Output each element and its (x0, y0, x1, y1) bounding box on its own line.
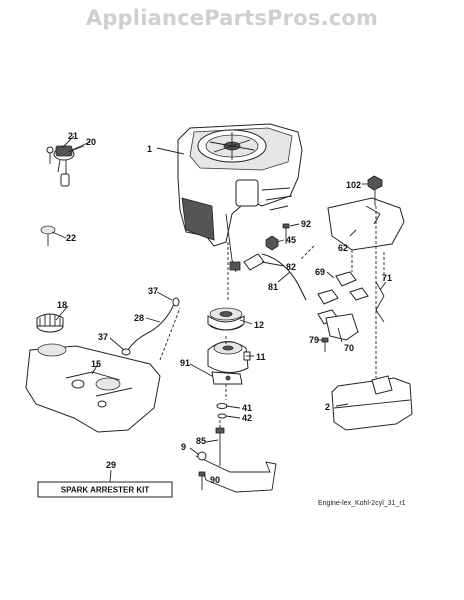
bolt-part[interactable] (215, 427, 225, 466)
fuel-line-part[interactable] (127, 303, 175, 351)
callout-69: 69 (315, 267, 325, 277)
gasket-part[interactable] (243, 253, 265, 271)
callout-102: 102 (346, 180, 361, 190)
heat-shield-part[interactable] (327, 197, 405, 251)
callout-22: 22 (66, 233, 76, 243)
exhaust-pipe-part[interactable] (261, 253, 307, 301)
callout-70: 70 (344, 343, 354, 353)
spark-arrester-kit-box[interactable] (37, 481, 173, 498)
electric-clutch-part[interactable] (207, 341, 251, 373)
callout-45: 45 (286, 235, 296, 245)
pulley-part[interactable] (207, 307, 245, 331)
bolt-92-part[interactable] (282, 223, 290, 244)
callout-1: 1 (147, 144, 152, 154)
fuel-tank-part[interactable] (25, 343, 161, 433)
callout-18: 18 (57, 300, 67, 310)
bracket-part[interactable] (211, 371, 243, 385)
exhaust-clamp-2-part[interactable] (349, 287, 369, 301)
callout-92: 92 (301, 219, 311, 229)
callout-41: 41 (242, 403, 252, 413)
exhaust-tube-part[interactable] (375, 281, 385, 323)
callout-42: 42 (242, 413, 252, 423)
callout-29: 29 (106, 460, 116, 470)
callout-62: 62 (338, 243, 348, 253)
callout-91: 91 (180, 358, 190, 368)
callout-37-upper: 37 (148, 286, 158, 296)
callout-37-lower: 37 (98, 332, 108, 342)
washer-part[interactable] (217, 413, 227, 419)
fuel-cap-part[interactable] (36, 313, 64, 333)
engine-part[interactable] (177, 123, 303, 273)
callout-28: 28 (134, 313, 144, 323)
spark-arrester-kit-label: SPARK ARRESTER KIT (61, 486, 150, 495)
bolt-102-part[interactable] (367, 175, 383, 206)
callout-20: 20 (86, 137, 96, 147)
nut-part[interactable] (265, 235, 279, 251)
callout-2: 2 (325, 402, 330, 412)
callout-81: 81 (268, 282, 278, 292)
exhaust-clamp-part[interactable] (317, 271, 357, 325)
callout-90: 90 (210, 475, 220, 485)
screw-79-part[interactable] (321, 337, 329, 352)
callout-9: 9 (181, 442, 186, 452)
drawing-reference: Engine-lex_Kohl-2cyl_31_r1 (318, 500, 406, 507)
exhaust-bracket-part[interactable] (325, 313, 359, 341)
callout-15: 15 (91, 359, 101, 369)
callout-71: 71 (382, 273, 392, 283)
callout-85: 85 (196, 436, 206, 446)
plug-part[interactable] (40, 225, 56, 246)
ignition-switch-part[interactable] (53, 145, 85, 187)
hose-clamp-part[interactable] (121, 297, 180, 356)
spacer-part[interactable] (216, 403, 228, 409)
callout-82: 82 (286, 262, 296, 272)
muffler-part[interactable] (331, 375, 413, 431)
callout-12: 12 (254, 320, 264, 330)
throttle-rod-part[interactable] (195, 451, 277, 493)
watermark-text: AppliancePartsPros.com (85, 6, 379, 30)
callout-21: 21 (68, 131, 78, 141)
callout-11: 11 (256, 352, 266, 362)
screw-part[interactable] (198, 471, 206, 490)
key-part[interactable] (46, 146, 54, 164)
callout-79: 79 (309, 335, 319, 345)
